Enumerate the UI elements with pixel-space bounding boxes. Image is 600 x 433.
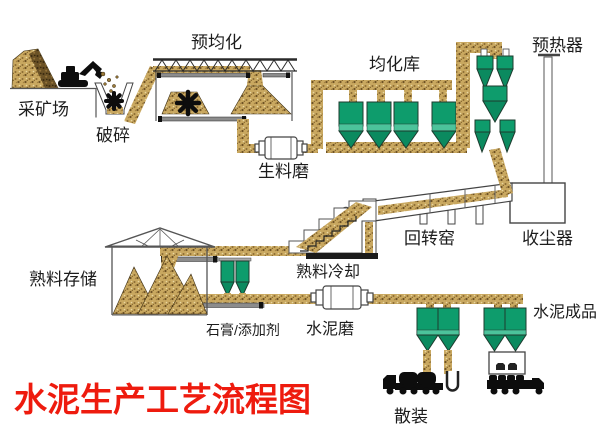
bag-truck-icon [487,375,544,395]
label-preheater: 预热器 [532,36,583,55]
conveyor-crusher-to-shed [124,66,160,124]
clinker-cooler-stairs [288,200,378,259]
cement-mill [310,285,374,310]
diagram-title: 水泥生产工艺流程图 [14,381,311,418]
dust-collector-building [509,53,566,224]
label-bulk-loading: 散装 [394,407,428,426]
label-dust-collector: 收尘器 [522,229,573,248]
excavator-icon [58,61,104,87]
label-raw-mill: 生料磨 [258,162,309,181]
label-crushing: 破碎 [96,126,130,145]
loading-chute-icon [445,371,460,392]
packing-machine [488,351,526,375]
label-clinker-cooling: 熟料冷却 [296,264,361,281]
bulk-truck-icon [383,372,443,395]
reclaimer-star-icon [174,89,202,117]
label-cement-mill: 水泥磨 [306,321,355,338]
label-clinker-storage: 熟料存储 [29,270,97,289]
duct-shed-to-rawmill [237,119,264,153]
label-rotary-kiln: 回转窑 [404,229,455,248]
clinker-storage-shed [104,227,216,316]
silo-2 [366,101,392,149]
cement-product-silos [416,307,527,378]
prehomogenization-shed [153,58,297,122]
preheater-cyclones [474,48,516,196]
raw-mill [254,136,308,160]
product-silo-pair-left [416,307,460,352]
gypsum-additive-hoppers [218,257,252,299]
duct-rawmill-to-silos [301,80,452,153]
crusher-rotor-icon [104,91,124,111]
duct-silos-to-preheater [456,42,502,148]
mining-stockpile [10,48,97,118]
falling-rocks [100,71,119,93]
label-homogenization-silo: 均化库 [369,55,420,74]
label-mining-site: 采矿场 [18,100,69,119]
silo-1 [338,101,364,149]
product-silo-pair-right [483,307,527,352]
homogenization-silos [326,101,467,153]
label-prehomogenization: 预均化 [191,33,242,52]
label-cement-product: 水泥成品 [533,304,598,321]
silo-3 [393,101,419,149]
label-gypsum-additive: 石膏/添加剂 [206,322,280,338]
silo-4 [431,101,457,149]
